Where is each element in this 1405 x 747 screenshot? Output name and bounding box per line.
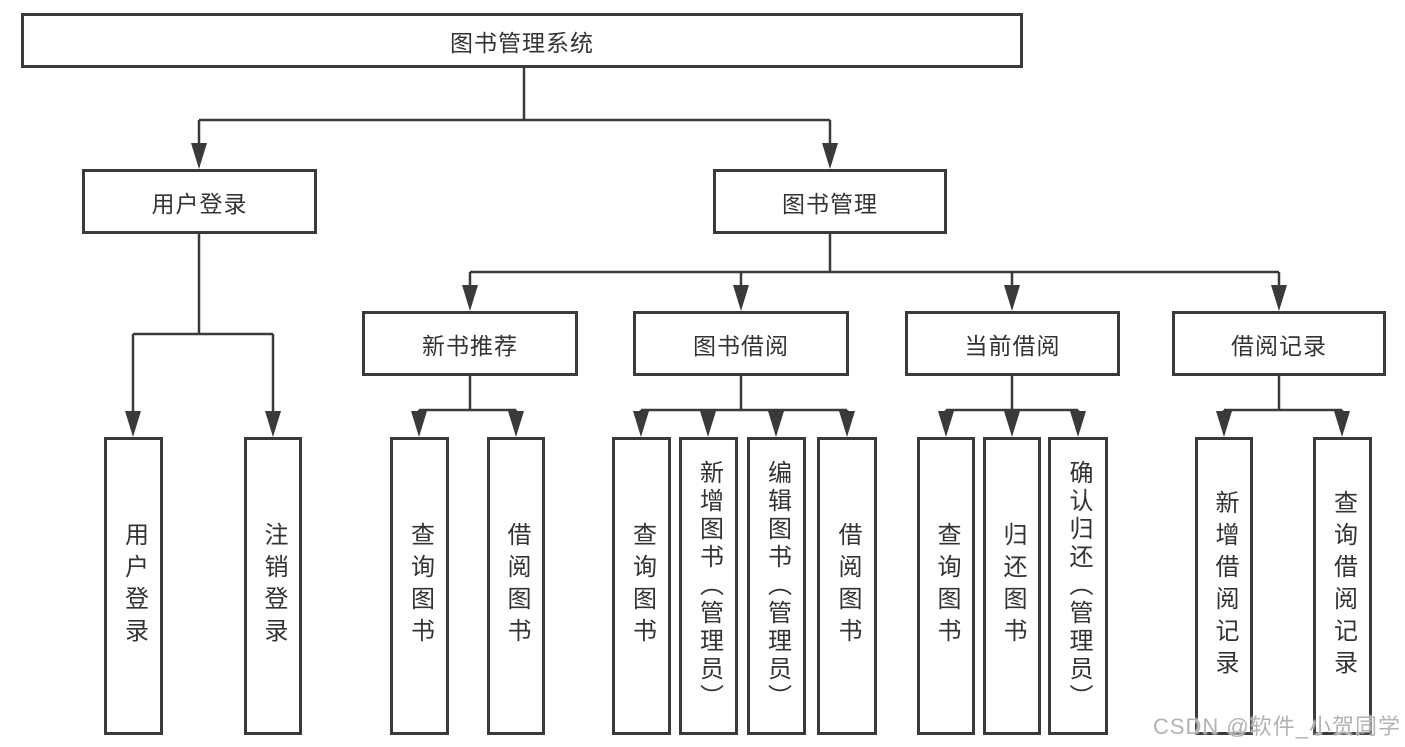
leaf-record-add-record-label: 新增借阅记录 <box>1211 490 1238 682</box>
leaf-current-confirm-return-admin-label: 确认归还（管理员） <box>1065 460 1092 712</box>
leaf-borrow-edit-book-admin-label: 编辑图书（管理员） <box>763 460 791 712</box>
leaf-record-query-record: 查询借阅记录 <box>1313 437 1372 735</box>
leaf-current-query-book-label: 查询图书 <box>933 522 960 650</box>
leaf-newbook-query-book: 查询图书 <box>390 437 449 735</box>
arrow-icon <box>700 411 716 437</box>
leaf-borrow-edit-book-admin: 编辑图书（管理员） <box>747 437 806 735</box>
arrow-icon <box>462 285 478 311</box>
node-book-borrow: 图书借阅 <box>633 311 849 376</box>
arrow-icon <box>1004 411 1020 437</box>
arrow-icon <box>839 411 855 437</box>
node-borrow-record: 借阅记录 <box>1172 311 1386 376</box>
node-root: 图书管理系统 <box>21 13 1023 68</box>
arrow-icon <box>1070 411 1086 437</box>
leaf-newbook-borrow-book: 借阅图书 <box>487 437 545 735</box>
leaf-borrow-add-book-admin-label: 新增图书（管理员） <box>695 460 723 712</box>
arrow-icon <box>125 411 141 437</box>
leaf-user-login: 用户登录 <box>104 437 163 735</box>
leaf-logout: 注销登录 <box>244 437 302 735</box>
arrow-icon <box>411 411 427 437</box>
arrow-icon <box>768 411 784 437</box>
node-new-book-recommend: 新书推荐 <box>362 311 578 376</box>
node-current-borrow-label: 当前借阅 <box>964 332 1061 359</box>
node-book-management-label: 图书管理 <box>782 190 878 217</box>
arrow-icon <box>938 411 954 437</box>
arrow-icon <box>191 143 207 169</box>
leaf-record-add-record: 新增借阅记录 <box>1195 437 1253 735</box>
leaf-current-return-book-label: 归还图书 <box>999 522 1026 650</box>
leaf-current-query-book: 查询图书 <box>917 437 975 735</box>
arrow-icon <box>633 411 649 437</box>
arrow-icon <box>1271 285 1287 311</box>
leaf-logout-label: 注销登录 <box>260 522 287 650</box>
leaf-current-confirm-return-admin: 确认归还（管理员） <box>1048 437 1108 735</box>
node-book-borrow-label: 图书借阅 <box>693 332 789 359</box>
node-new-book-recommend-label: 新书推荐 <box>422 332 518 359</box>
arrow-icon <box>822 143 838 169</box>
leaf-borrow-query-book: 查询图书 <box>612 437 671 735</box>
leaf-current-return-book: 归还图书 <box>983 437 1041 735</box>
arrow-icon <box>733 285 749 311</box>
node-borrow-record-label: 借阅记录 <box>1231 332 1327 359</box>
node-book-management: 图书管理 <box>713 169 947 234</box>
leaf-newbook-borrow-book-label: 借阅图书 <box>503 522 530 650</box>
leaf-borrow-query-book-label: 查询图书 <box>628 522 656 650</box>
arrow-icon <box>1004 285 1020 311</box>
node-root-label: 图书管理系统 <box>450 29 594 56</box>
node-user-login-label: 用户登录 <box>151 190 248 217</box>
leaf-newbook-query-book-label: 查询图书 <box>406 522 434 650</box>
csdn-watermark: CSDN @软件_小贺同学 <box>1152 714 1401 739</box>
arrow-icon <box>508 411 524 437</box>
arrow-icon <box>265 411 281 437</box>
arrowheads <box>125 143 1350 437</box>
leaf-borrow-add-book-admin: 新增图书（管理员） <box>679 437 738 735</box>
arrow-icon <box>1334 411 1350 437</box>
arrow-icon <box>1216 411 1232 437</box>
leaf-borrow-borrow-book: 借阅图书 <box>817 437 877 735</box>
leaf-user-login-label: 用户登录 <box>120 522 148 650</box>
leaf-record-query-record-label: 查询借阅记录 <box>1329 490 1357 682</box>
node-user-login: 用户登录 <box>82 169 317 234</box>
leaf-borrow-borrow-book-label: 借阅图书 <box>834 522 861 650</box>
node-current-borrow: 当前借阅 <box>905 311 1120 376</box>
